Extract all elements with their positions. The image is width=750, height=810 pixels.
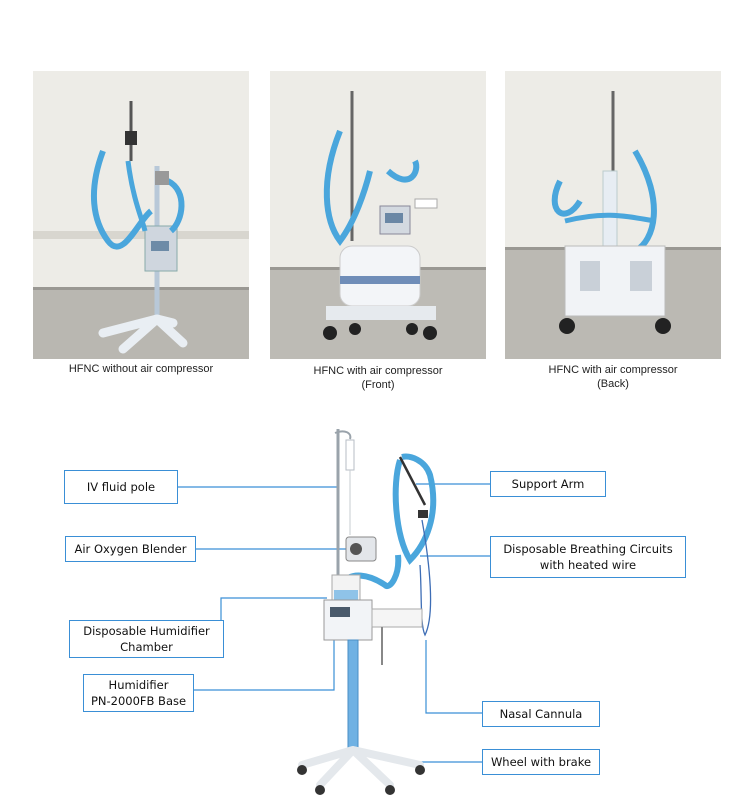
caption-line: HFNC with air compressor <box>313 365 443 377</box>
callout-iv-fluid-pole: IV fluid pole <box>64 470 178 504</box>
callout-text: PN-2000FB Base <box>90 694 187 708</box>
device-illustration <box>297 429 437 795</box>
callout-air-oxygen-blender: Air Oxygen Blender <box>65 536 196 562</box>
callout-support-arm: Support Arm <box>490 471 606 497</box>
callout-text: Chamber <box>120 640 173 654</box>
callout-text: Disposable Humidifier <box>83 624 210 638</box>
callout-wheel-with-brake: Wheel with brake <box>482 749 600 775</box>
callout-text: Wheel with brake <box>490 755 592 769</box>
callout-text: IV fluid pole <box>86 480 156 494</box>
leader-humidifier-base <box>194 640 335 691</box>
callout-text: Humidifier <box>108 678 169 692</box>
callout-nasal-cannula: Nasal Cannula <box>482 701 600 727</box>
photo-hfnc-with-compressor-front <box>270 71 486 359</box>
callout-text: with heated wire <box>539 558 637 572</box>
callout-text: Nasal Cannula <box>499 707 583 721</box>
caption-line: (Front) <box>361 379 395 391</box>
callout-text: Support Arm <box>511 477 585 491</box>
callout-humidifier-chamber: Disposable Humidifier Chamber <box>69 620 224 658</box>
callout-text: Disposable Breathing Circuits <box>503 542 673 556</box>
photo-caption-1: HFNC without air compressor <box>33 362 249 376</box>
leader-humidifier-chamber <box>220 597 327 621</box>
callout-breathing-circuits: Disposable Breathing Circuits with heate… <box>490 536 686 578</box>
photo-caption-2: HFNC with air compressor (Front) <box>270 364 486 392</box>
photo-hfnc-without-compressor <box>33 71 249 359</box>
caption-line: HFNC with air compressor <box>548 364 678 376</box>
callout-humidifier-base: Humidifier PN-2000FB Base <box>83 674 194 712</box>
photo-hfnc-with-compressor-back <box>505 71 721 359</box>
photo-caption-3: HFNC with air compressor (Back) <box>505 363 721 391</box>
callout-text: Air Oxygen Blender <box>74 542 187 556</box>
caption-line: (Back) <box>597 378 629 390</box>
caption-line: HFNC without air compressor <box>68 363 214 375</box>
leader-nasal-cannula <box>425 640 482 714</box>
